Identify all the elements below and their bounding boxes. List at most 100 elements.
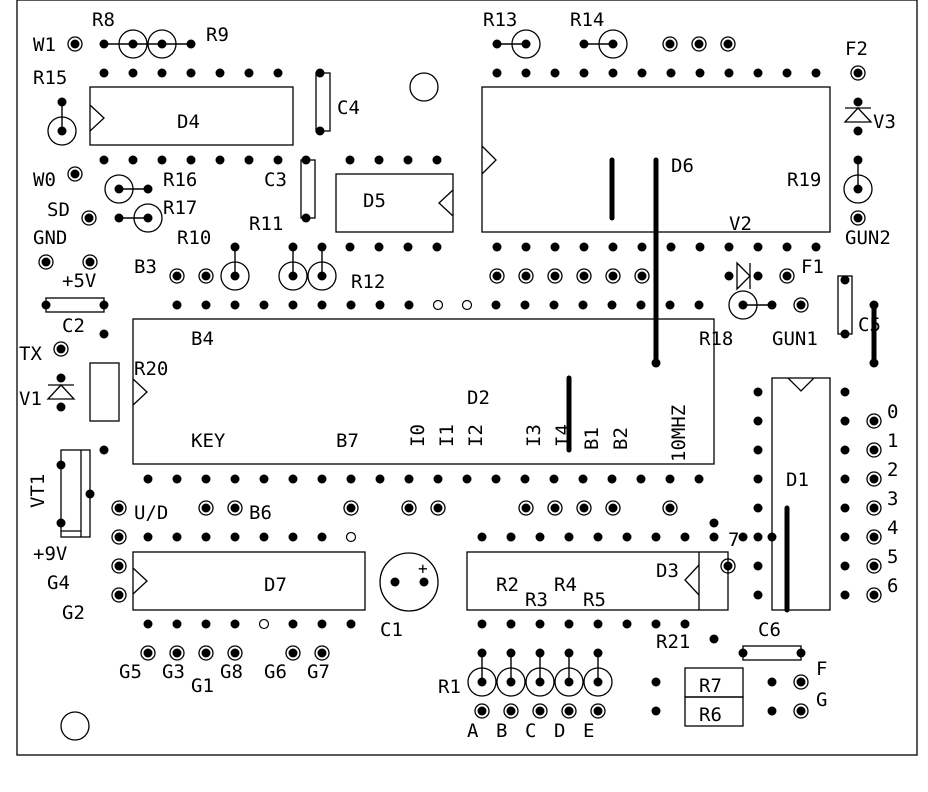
test-point-center [723, 39, 733, 49]
pad [579, 39, 589, 49]
label-10mhz: 10MHZ [668, 405, 690, 462]
test-point-center [404, 503, 414, 513]
pad [680, 619, 690, 629]
pad [317, 474, 327, 484]
pad [143, 184, 153, 194]
test-point [662, 36, 678, 52]
ic-d6-notch [481, 145, 497, 175]
trimmer-ring [467, 667, 497, 697]
label-i4: I4 [552, 424, 574, 447]
test-point-center [521, 503, 531, 513]
pad [694, 474, 704, 484]
pad [346, 619, 356, 629]
test-point [82, 254, 98, 270]
label-g1: G1 [191, 675, 214, 697]
empty-pad [432, 299, 444, 311]
pad [607, 474, 617, 484]
trimmer-ring [307, 261, 337, 291]
label-v2: V2 [729, 213, 752, 235]
pad [403, 155, 413, 165]
test-point-center [492, 271, 502, 281]
label-gun1: GUN1 [772, 328, 818, 350]
pad [433, 474, 443, 484]
label-f1: F1 [801, 256, 824, 278]
test-point-center [114, 561, 124, 571]
test-point-center [853, 213, 863, 223]
label-g7: G7 [307, 661, 330, 683]
label-d7: D7 [264, 574, 287, 596]
label-g5: G5 [119, 661, 142, 683]
label-e: E [583, 720, 594, 742]
trimmer-ring [133, 203, 163, 233]
trimmer-ring [843, 174, 873, 204]
board-outline [16, 0, 918, 756]
ic-d3-notch [684, 564, 700, 596]
pad [840, 532, 850, 542]
pad [767, 300, 777, 310]
pad [317, 532, 327, 542]
test-point [227, 500, 243, 516]
diode-v3 [843, 107, 873, 123]
pad [709, 518, 719, 528]
pad [128, 68, 138, 78]
pad [172, 619, 182, 629]
test-point [111, 587, 127, 603]
label-b1: B1 [581, 427, 603, 450]
test-point-center [608, 503, 618, 513]
test-point-center [665, 503, 675, 513]
pad [535, 532, 545, 542]
ic-d5-notch [438, 189, 454, 217]
label-w1: W1 [33, 34, 56, 56]
pad [172, 532, 182, 542]
pad [666, 242, 676, 252]
label-r17: R17 [163, 197, 197, 219]
label-d2: D2 [467, 387, 490, 409]
pad [535, 677, 545, 687]
pad [143, 474, 153, 484]
pad [143, 619, 153, 629]
pad [637, 68, 647, 78]
test-point-center [114, 590, 124, 600]
pad [186, 155, 196, 165]
test-point [866, 471, 882, 487]
label-w0: W0 [33, 169, 56, 191]
test-point-center [172, 271, 182, 281]
pad [767, 706, 777, 716]
pad [811, 242, 821, 252]
test-point [547, 268, 563, 284]
label-segment-0: 0 [887, 401, 898, 423]
pad [345, 242, 355, 252]
label-r5: R5 [583, 589, 606, 611]
label-r3: R3 [525, 589, 548, 611]
test-point [561, 703, 577, 719]
pad [230, 474, 240, 484]
test-point-center [346, 503, 356, 513]
resonator-box [89, 362, 120, 422]
pad [651, 532, 661, 542]
label-r19: R19 [787, 169, 821, 191]
pad [346, 300, 356, 310]
ic-d2-notch [132, 378, 148, 406]
cap-c3 [300, 159, 316, 219]
diode-v1 [46, 384, 76, 400]
pad [724, 271, 734, 281]
pad [840, 387, 850, 397]
pad [593, 677, 603, 687]
label-c: C [525, 720, 536, 742]
pad [491, 300, 501, 310]
test-point [634, 268, 650, 284]
test-point [38, 254, 54, 270]
label-r1: R1 [438, 676, 461, 698]
label-g8: G8 [220, 661, 243, 683]
pad [432, 155, 442, 165]
label-b2: B2 [610, 427, 632, 450]
pad [57, 126, 67, 136]
pad [57, 97, 67, 107]
pad [593, 619, 603, 629]
diode-v2 [736, 261, 751, 291]
pad [535, 619, 545, 629]
pad [317, 300, 327, 310]
pad [157, 155, 167, 165]
pad [520, 474, 530, 484]
label-b: B [496, 720, 507, 742]
